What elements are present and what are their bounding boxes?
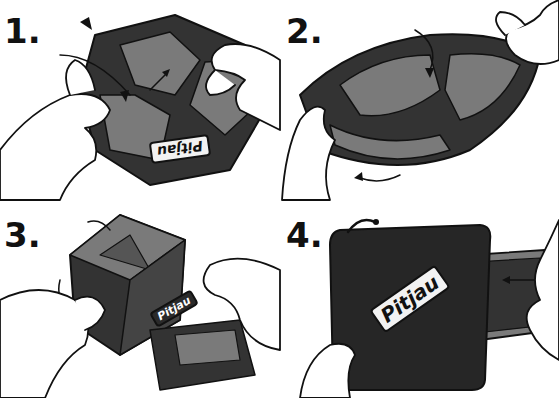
- step-2-hands: [282, 0, 559, 200]
- step-4-pouch: [330, 219, 555, 390]
- step-3-pouch: [59, 215, 255, 390]
- step-number: 2.: [286, 14, 323, 48]
- step-1-hands: [0, 44, 280, 200]
- step-number: 1.: [4, 14, 41, 48]
- step-3-hands: [0, 259, 280, 398]
- step-number: 3.: [4, 218, 41, 252]
- step-number: 4.: [286, 218, 323, 252]
- step-4-hands: [300, 220, 559, 398]
- step-2-pouch: [300, 30, 540, 181]
